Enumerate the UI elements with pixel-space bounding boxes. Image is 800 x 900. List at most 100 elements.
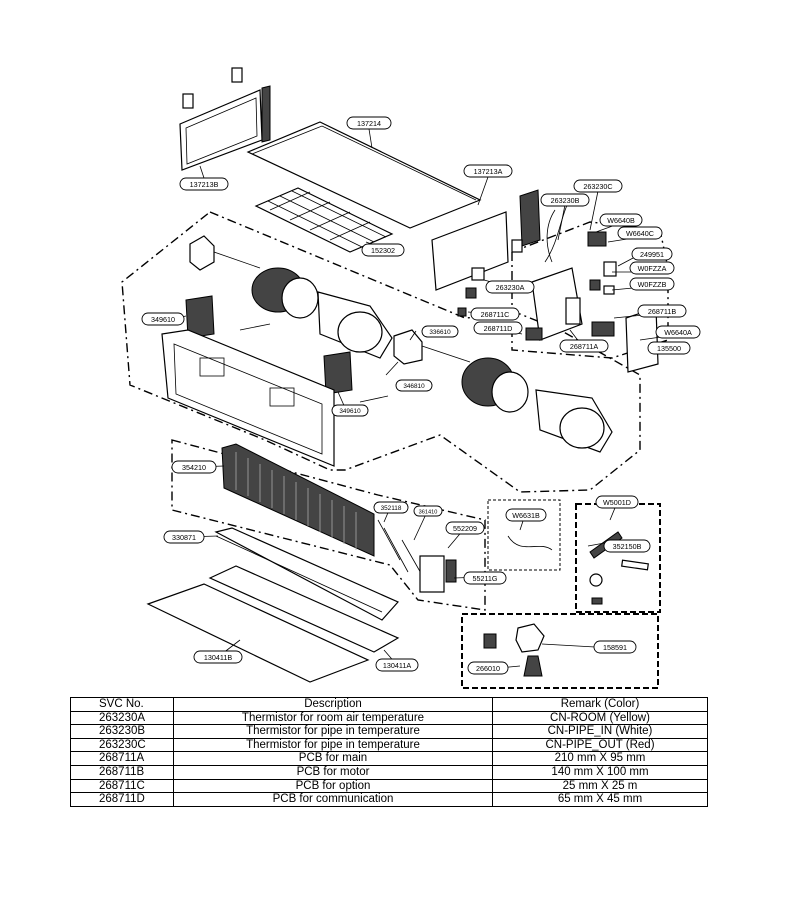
label-158591: 158591 xyxy=(593,640,637,654)
svg-text:249951: 249951 xyxy=(640,250,664,259)
table-row: 263230C Thermistor for pipe in temperatu… xyxy=(70,737,708,753)
parts-spec-table: SVC No. Description Remark (Color) 26323… xyxy=(70,697,708,807)
label-263230A: 263230A xyxy=(485,280,535,294)
label-152302: 152302 xyxy=(361,243,405,257)
coil-assembly-outline xyxy=(171,439,486,611)
right-fan-motor xyxy=(393,329,423,365)
header-description: Description xyxy=(173,697,493,712)
svg-text:268711D: 268711D xyxy=(484,324,513,333)
svg-text:263230B: 263230B xyxy=(551,196,580,205)
cell-remark: 25 mm X 25 m xyxy=(492,778,708,794)
svg-text:W6640B: W6640B xyxy=(607,216,635,225)
svg-text:263230A: 263230A xyxy=(496,283,525,292)
label-349610-a: 349610 xyxy=(141,312,185,326)
svg-text:55211G: 55211G xyxy=(472,574,497,583)
table-row: 268711B PCB for motor 140 mm X 100 mm xyxy=(70,764,708,780)
header-svc-no: SVC No. xyxy=(70,697,174,712)
air-filter xyxy=(254,187,394,253)
cell-svc-no: 268711B xyxy=(70,764,174,780)
table-row: 263230A Thermistor for room air temperat… xyxy=(70,710,708,726)
control-box-lid xyxy=(431,211,509,291)
svg-text:352150B: 352150B xyxy=(613,542,642,551)
label-130411B: 130411B xyxy=(193,650,243,664)
cell-svc-no: 268711D xyxy=(70,792,174,807)
label-263230B: 263230B xyxy=(540,193,590,207)
label-55211G: 55211G xyxy=(463,571,507,585)
cell-remark: 140 mm X 100 mm xyxy=(492,764,708,780)
bottom-panel-130411A xyxy=(208,565,400,653)
label-336610: 336610 xyxy=(421,325,459,338)
label-354210: 354210 xyxy=(171,460,217,474)
cell-description: Thermistor for room air temperature xyxy=(173,710,493,726)
label-361410: 361410 xyxy=(413,505,443,517)
wire-harness xyxy=(507,535,553,551)
label-W0FZZB: W0FZZB xyxy=(629,277,675,291)
kit-part-a xyxy=(483,633,497,649)
kit-part-b xyxy=(515,623,545,653)
cell-svc-no: 263230B xyxy=(70,724,174,739)
label-W6640B: W6640B xyxy=(599,213,643,227)
table-row: 268711D PCB for communication 65 mm X 45… xyxy=(70,792,708,807)
svg-text:354210: 354210 xyxy=(182,463,206,472)
svg-text:263230C: 263230C xyxy=(583,182,612,191)
svg-text:352118: 352118 xyxy=(381,505,402,512)
cell-remark: CN-ROOM (Yellow) xyxy=(492,710,708,726)
svg-text:361410: 361410 xyxy=(419,510,438,516)
svg-text:349610: 349610 xyxy=(151,315,175,324)
label-268711A: 268711A xyxy=(559,339,609,353)
svg-text:W6640C: W6640C xyxy=(626,229,654,238)
svg-text:346810: 346810 xyxy=(403,383,425,390)
kit-box-W5001D xyxy=(575,503,661,613)
label-349610-b: 349610 xyxy=(331,404,369,417)
cell-svc-no: 268711C xyxy=(70,778,174,794)
label-266010: 266010 xyxy=(467,661,509,675)
svg-text:137213A: 137213A xyxy=(474,167,503,176)
cell-description: PCB for main xyxy=(173,751,493,766)
table-row: 268711C PCB for option 25 mm X 25 m xyxy=(70,778,708,794)
label-330871: 330871 xyxy=(163,530,205,544)
svg-text:158591: 158591 xyxy=(603,643,627,652)
svg-text:268711A: 268711A xyxy=(570,342,598,351)
label-552209: 552209 xyxy=(445,521,485,535)
svg-text:552209: 552209 xyxy=(453,524,477,533)
cell-remark: CN-PIPE_IN (White) xyxy=(492,724,708,739)
svg-text:W0FZZA: W0FZZA xyxy=(638,264,667,273)
table-row: 268711A PCB for main 210 mm X 95 mm xyxy=(70,751,708,766)
label-346810: 346810 xyxy=(395,379,433,392)
blower-frame-panel xyxy=(161,329,335,467)
label-W6640C: W6640C xyxy=(617,226,663,240)
svg-text:336610: 336610 xyxy=(429,329,451,336)
table-header-row: SVC No. Description Remark (Color) xyxy=(70,697,708,712)
label-W0FZZA: W0FZZA xyxy=(629,261,675,275)
svg-text:130411B: 130411B xyxy=(204,653,232,662)
svg-text:137213B: 137213B xyxy=(190,180,219,189)
label-268711B: 268711B xyxy=(637,304,687,318)
label-268711D: 268711D xyxy=(473,321,523,335)
label-137214: 137214 xyxy=(346,116,392,130)
exploded-parts-diagram: 137214 137213B 137213A 152302 263230C 26… xyxy=(121,67,701,689)
svg-text:137214: 137214 xyxy=(357,119,381,128)
label-W6640A: W6640A xyxy=(655,325,701,339)
cell-remark: CN-PIPE_OUT (Red) xyxy=(492,737,708,753)
svg-text:W6640A: W6640A xyxy=(664,328,692,337)
cell-description: PCB for motor xyxy=(173,764,493,780)
svg-text:268711C: 268711C xyxy=(481,310,510,319)
bottom-panel-130411B xyxy=(146,583,370,683)
label-W5001D: W5001D xyxy=(595,495,639,509)
label-135500: 135500 xyxy=(647,341,691,355)
cell-remark: 210 mm X 95 mm xyxy=(492,751,708,766)
svg-text:W5001D: W5001D xyxy=(603,498,631,507)
left-fan-motor xyxy=(189,235,215,271)
label-W6631B: W6631B xyxy=(505,508,547,522)
label-137213A: 137213A xyxy=(463,164,513,178)
label-263230C: 263230C xyxy=(573,179,623,193)
bracket-349610-b xyxy=(323,351,353,395)
label-352118: 352118 xyxy=(373,501,409,514)
svg-text:130411A: 130411A xyxy=(383,661,411,670)
blower-assembly-outline xyxy=(121,211,641,493)
svg-text:349610: 349610 xyxy=(339,408,361,415)
cell-svc-no: 263230C xyxy=(70,737,174,753)
cell-description: Thermistor for pipe in temperature xyxy=(173,724,493,739)
svg-text:266010: 266010 xyxy=(476,664,500,673)
cell-remark: 65 mm X 45 mm xyxy=(492,792,708,807)
